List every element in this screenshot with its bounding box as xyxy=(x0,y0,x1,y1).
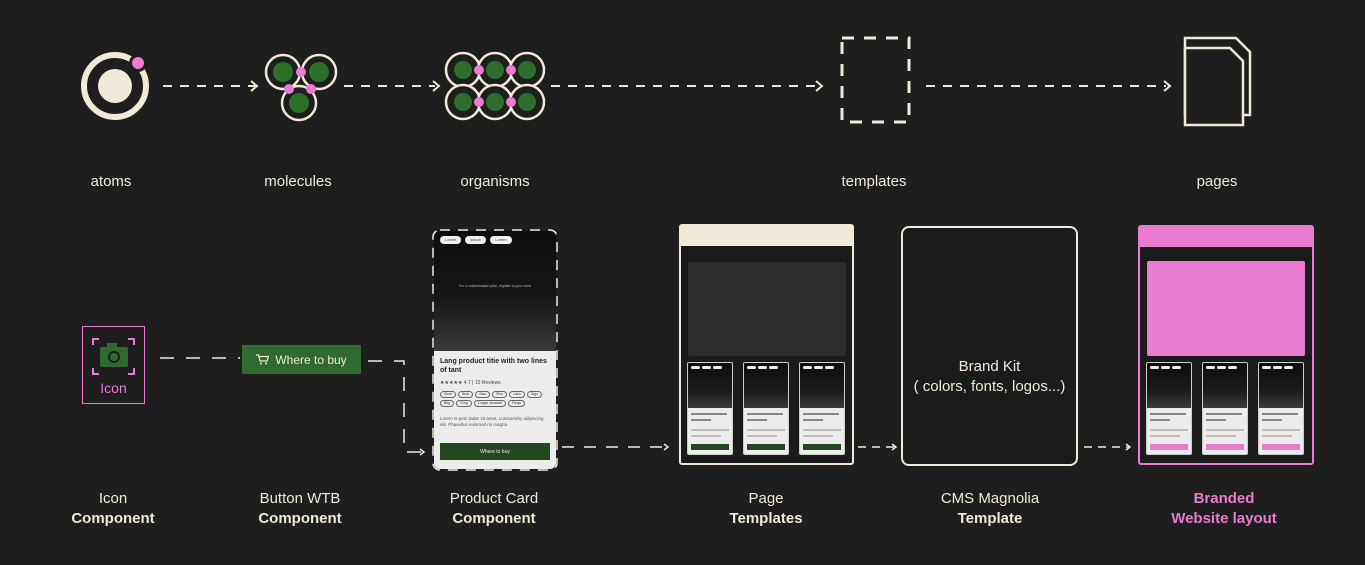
label-button-component: Button WTB Component xyxy=(258,489,341,529)
label-line2: Component xyxy=(71,509,154,529)
card-tag: Laso xyxy=(509,391,525,398)
card-tag: Pico xyxy=(492,391,507,398)
mini-product-card xyxy=(1146,362,1192,455)
card-tagline: For a customisation plan, register to yo… xyxy=(434,284,556,289)
arrow-head xyxy=(816,81,822,91)
stage-label-atoms: atoms xyxy=(91,172,132,192)
card-chip: Lorem xyxy=(440,236,461,244)
card-description: Lorem Is pem Dalm sit amet, Lomsortehy a… xyxy=(440,416,550,428)
brand-kit-title: Brand Kit xyxy=(903,357,1076,377)
label-line2: Templates xyxy=(729,509,802,529)
molecule-icon xyxy=(266,55,336,120)
label-line1: Branded xyxy=(1194,490,1255,507)
card-tag: Stem xyxy=(440,391,456,398)
page-header-bar xyxy=(681,226,852,246)
product-card-preview: Lorem Ipsum Lorem For a customisation pl… xyxy=(434,231,556,469)
page-hero-area xyxy=(688,262,846,356)
card-tag: Stac xyxy=(475,391,490,398)
stage-label-pages: pages xyxy=(1197,172,1238,192)
connector-button-card xyxy=(368,361,425,452)
label-line1: CMS Magnolia xyxy=(941,490,1039,507)
label-line2: Component xyxy=(258,509,341,529)
label-line1: Button WTB xyxy=(260,490,341,507)
label-line1: Page xyxy=(748,490,783,507)
label-line2: Template xyxy=(941,509,1039,529)
cart-icon xyxy=(256,354,269,365)
card-rating: ★★★★★ 4.7 | 10 Reviews xyxy=(440,380,501,386)
mini-product-card xyxy=(1202,362,1248,455)
card-chip: Ipsum xyxy=(465,236,486,244)
label-line1: Icon xyxy=(99,490,127,507)
stage-label-organisms: organisms xyxy=(460,172,529,192)
card-title: Lang product titie with two lines of tan… xyxy=(440,357,550,375)
icon-component-preview: Icon xyxy=(82,326,145,404)
label-page-templates: Page Templates xyxy=(729,489,802,529)
branded-header-bar xyxy=(1140,227,1312,247)
card-tag: Bilg xyxy=(440,400,454,407)
where-to-buy-label: Where to buy xyxy=(275,353,346,367)
organism-icon xyxy=(446,53,544,119)
mini-product-card xyxy=(743,362,789,455)
atom-icon xyxy=(84,55,146,117)
where-to-buy-button[interactable]: Where to buy xyxy=(242,345,361,374)
card-tag: Tung xyxy=(456,400,472,407)
label-line2: Component xyxy=(450,509,538,529)
arrow-head xyxy=(664,444,668,450)
product-card-image: Lorem Ipsum Lorem For a customisation pl… xyxy=(434,231,556,351)
pages-icon xyxy=(1185,38,1250,125)
card-tag: Rega xyxy=(508,400,524,407)
page-template-preview xyxy=(679,224,854,465)
label-product-card-component: Product Card Component xyxy=(450,489,538,529)
card-tag: Tags xyxy=(527,391,542,398)
icon-box-label: Icon xyxy=(83,380,144,396)
card-chip: Lorem xyxy=(490,236,511,244)
label-line1: Product Card xyxy=(450,490,538,507)
label-cms-template: CMS Magnolia Template xyxy=(941,489,1039,529)
label-icon-component: Icon Component xyxy=(71,489,154,529)
card-tag: Best xyxy=(458,391,473,398)
branded-hero-area xyxy=(1147,261,1305,356)
stage-label-molecules: molecules xyxy=(264,172,332,192)
mini-product-card xyxy=(799,362,845,455)
mini-product-card xyxy=(1258,362,1304,455)
cms-template-preview: Brand Kit ( colors, fonts, logos...) xyxy=(901,226,1078,466)
card-where-to-buy-button[interactable]: Where to buy xyxy=(440,443,550,460)
stage-label-templates: templates xyxy=(841,172,906,192)
branded-website-preview xyxy=(1138,225,1314,465)
card-tag: Longer-tenance xyxy=(474,400,507,407)
template-icon xyxy=(842,38,909,122)
label-line2: Website layout xyxy=(1171,509,1277,529)
brand-kit-subtitle: ( colors, fonts, logos...) xyxy=(903,377,1076,397)
mini-product-card xyxy=(687,362,733,455)
label-branded-website: Branded Website layout xyxy=(1171,489,1277,529)
